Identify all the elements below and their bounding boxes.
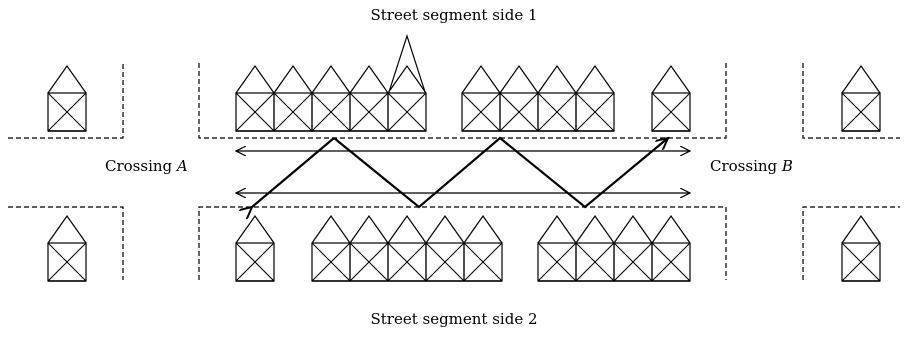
house-cross (575, 92, 615, 132)
house-cross (311, 242, 351, 282)
house-cross (387, 92, 427, 132)
house-cross (463, 242, 503, 282)
crossing-b-letter: B (781, 157, 793, 175)
house-roof (273, 64, 313, 94)
house-roof (651, 64, 691, 94)
crossing-a-label: Crossing A (105, 157, 188, 175)
house-cross (349, 242, 389, 282)
house-bottom-far-left (47, 214, 87, 282)
house-cross (349, 92, 389, 132)
house-cross (47, 242, 87, 282)
walk-path-start (252, 137, 335, 207)
street-edge-top-left (8, 63, 124, 139)
path-arrows-layer (236, 136, 690, 209)
street-edge-top-right (802, 63, 900, 139)
street-edge-bottom-right (802, 206, 900, 280)
house-cross (311, 92, 351, 132)
crossing-b-text: Crossing (710, 157, 778, 175)
house-cross (575, 242, 615, 282)
house-top-far-right (841, 64, 881, 132)
house-roof (575, 64, 615, 94)
house-roof (537, 64, 577, 94)
house-cross (47, 92, 87, 132)
house-cross (461, 92, 501, 132)
house-top-right (651, 64, 691, 132)
house-roof (47, 214, 87, 244)
house-roof (387, 64, 427, 94)
house-roof (387, 214, 427, 244)
walk-path (333, 136, 668, 209)
house-roof (651, 214, 691, 244)
house-row-top-1 (235, 64, 427, 132)
house-cross (651, 92, 691, 132)
street-edge-top-middle (198, 63, 727, 139)
house-roof (463, 214, 503, 244)
house-roof (311, 64, 351, 94)
house-row-bottom-2 (537, 214, 691, 282)
house-cross (235, 242, 275, 282)
house-cross (651, 242, 691, 282)
house-cross (499, 92, 539, 132)
house-cross (387, 242, 427, 282)
house-row-bottom-1 (311, 214, 503, 282)
house-cross (841, 242, 881, 282)
house-cross (235, 92, 275, 132)
house-top-far-left (47, 64, 87, 132)
houses-layer (47, 34, 881, 282)
house-roof (461, 64, 501, 94)
house-roof (575, 214, 615, 244)
house-bottom-left (235, 214, 275, 282)
house-roof (841, 64, 881, 94)
house-roof (499, 64, 539, 94)
house-cross (537, 242, 577, 282)
house-cross (841, 92, 881, 132)
house-roof (235, 214, 275, 244)
street-edge-bottom-middle (198, 206, 727, 280)
house-roof (47, 64, 87, 94)
crossing-a-letter: A (176, 157, 188, 175)
crossing-a-text: Crossing (105, 157, 173, 175)
house-roof (841, 214, 881, 244)
street-segment-side-1-label: Street segment side 1 (370, 6, 538, 24)
side-1-pointer (387, 34, 427, 96)
house-roof (537, 214, 577, 244)
house-roof (311, 214, 351, 244)
house-cross (537, 92, 577, 132)
house-roof (425, 214, 465, 244)
house-bottom-far-right (841, 214, 881, 282)
house-row-top-2 (461, 64, 615, 132)
crossing-b-label: Crossing B (710, 157, 793, 175)
street-segment-side-2-label: Street segment side 2 (370, 310, 538, 328)
house-cross (273, 92, 313, 132)
house-roof (349, 214, 389, 244)
house-cross (425, 242, 465, 282)
house-roof (349, 64, 389, 94)
street-edge-bottom-left (8, 206, 124, 280)
house-roof (235, 64, 275, 94)
street-edges-layer (8, 63, 900, 280)
house-roof (613, 214, 653, 244)
house-cross (613, 242, 653, 282)
